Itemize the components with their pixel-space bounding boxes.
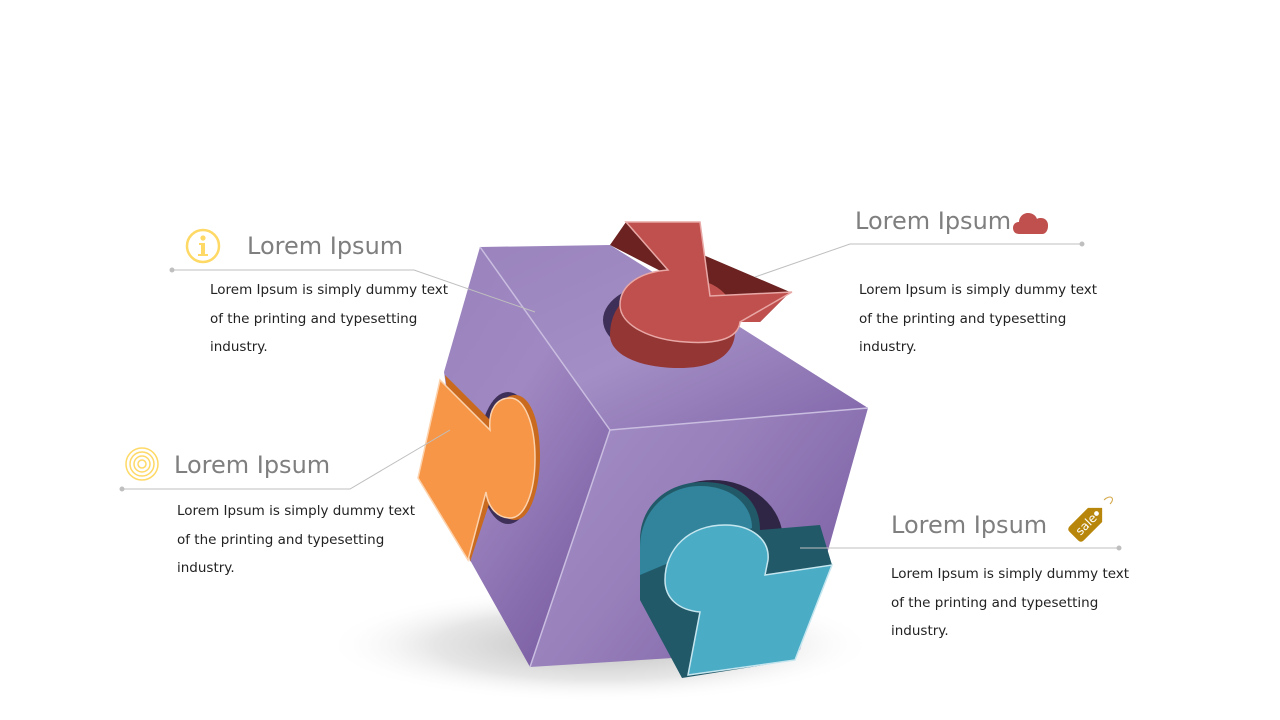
target-icon [125,447,159,481]
top-left-title: Lorem Ipsum [247,232,404,260]
bottom-left-title: Lorem Ipsum [174,451,331,479]
red-puzzle-piece [610,221,793,368]
leader-lines [119,241,1122,551]
bottom-right-title: Lorem Ipsum [891,511,1048,539]
bottom-left-body: Lorem Ipsum is simply dummy text of the … [177,503,416,576]
cloud-icon [1013,213,1048,234]
bottom-right-body: Lorem Ipsum is simply dummy text of the … [891,566,1130,639]
orange-puzzle-piece [417,375,540,562]
sale-tag-icon: sale [1068,496,1113,542]
info-icon [185,228,221,264]
top-right-body: Lorem Ipsum is simply dummy text of the … [859,282,1098,355]
top-right-title: Lorem Ipsum [855,207,1012,235]
top-left-body: Lorem Ipsum is simply dummy text of the … [210,282,449,355]
teal-puzzle-piece [640,482,834,678]
